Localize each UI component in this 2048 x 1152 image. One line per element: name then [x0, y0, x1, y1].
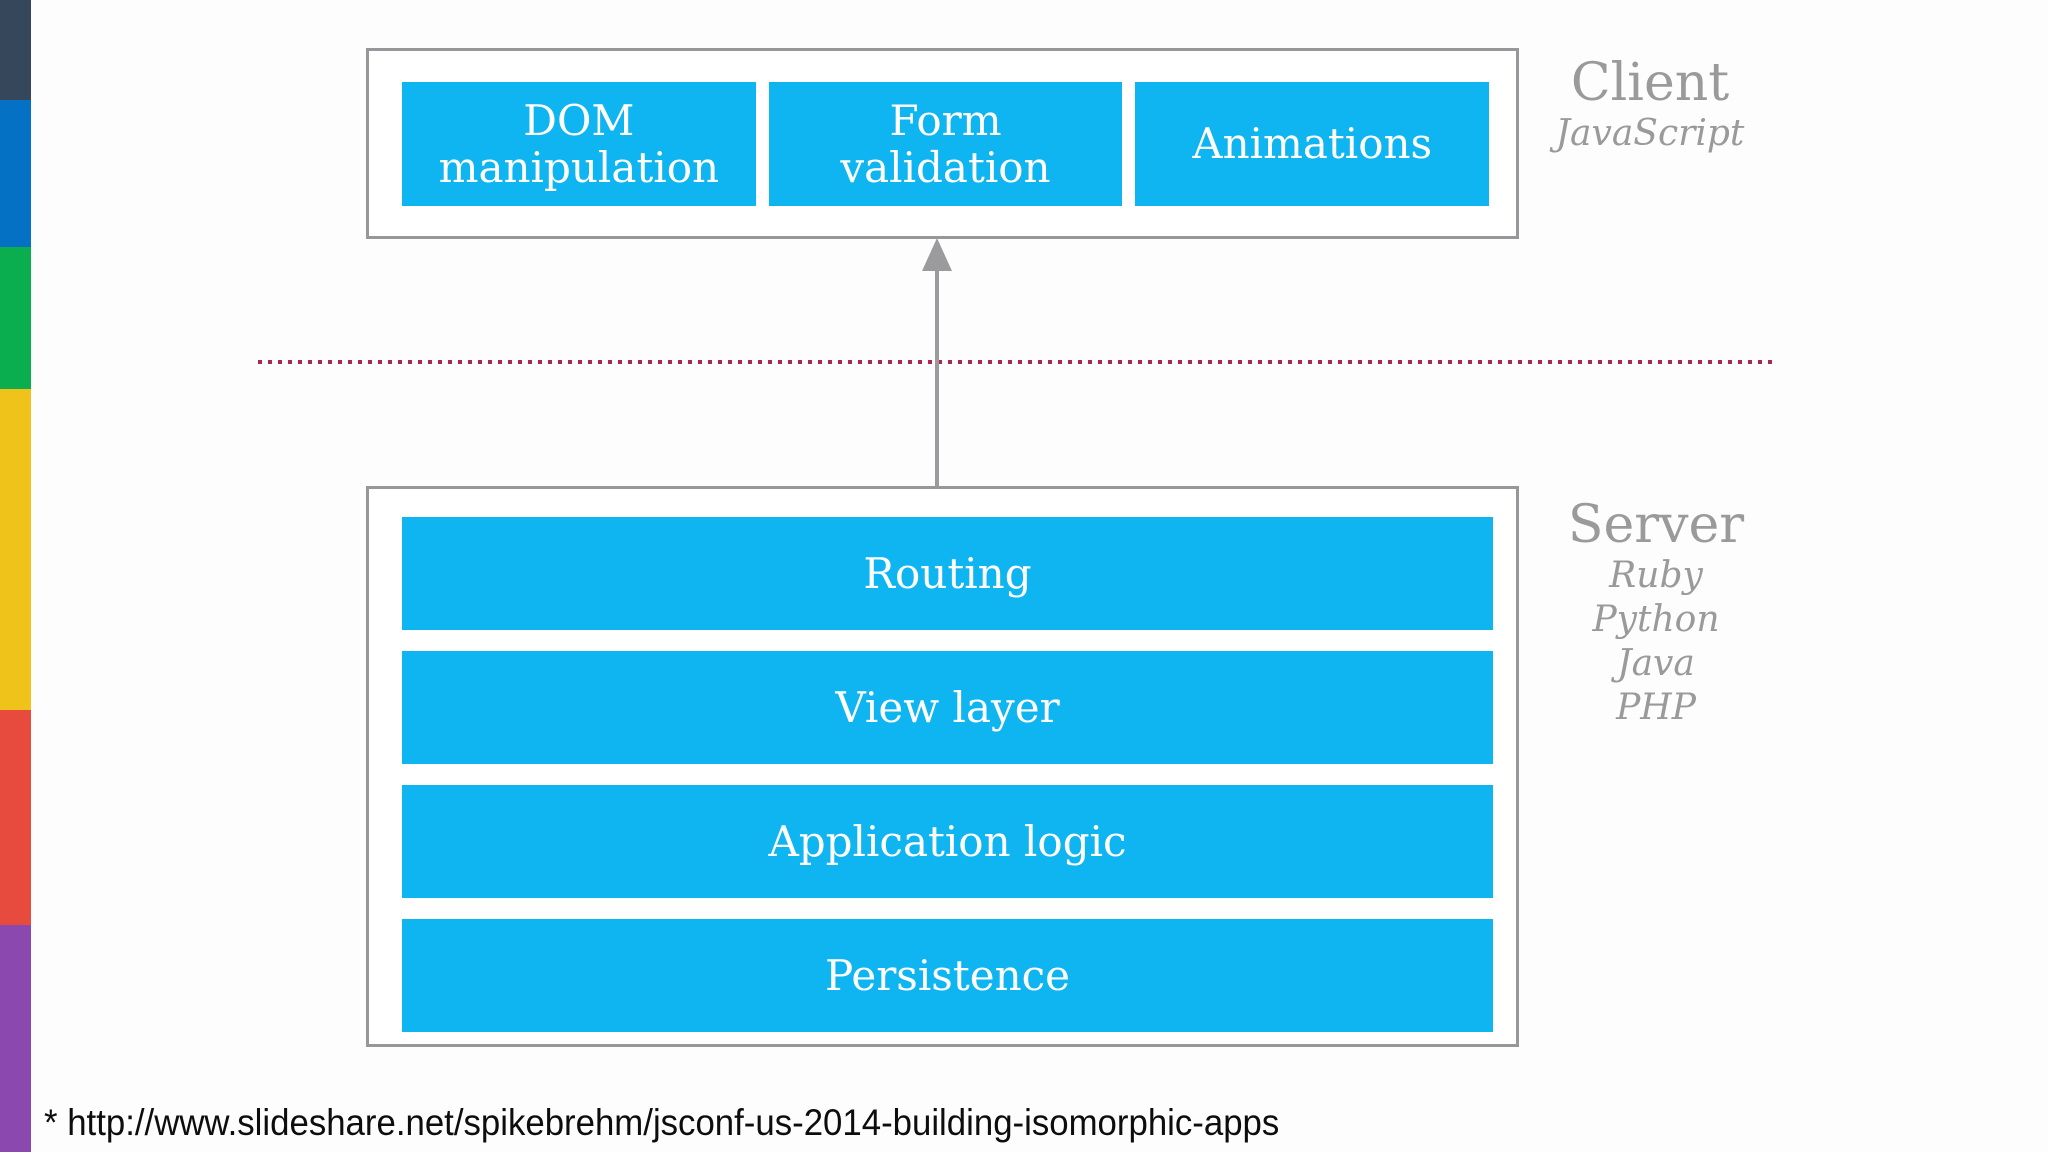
client-language: JavaScript — [1555, 113, 1745, 155]
server-box-routing: Routing — [402, 517, 1493, 630]
arrow-up-head-icon — [922, 238, 952, 271]
server-language-python: Python — [1592, 599, 1720, 641]
client-server-divider — [258, 360, 1772, 364]
client-title: Client — [1570, 53, 1730, 113]
stripe-blue — [0, 100, 31, 247]
server-language-java: Java — [1617, 643, 1695, 685]
stripe-dark-slate — [0, 0, 31, 100]
server-layer-stack: Routing View layer Application logic Per… — [402, 517, 1493, 1032]
client-feature-row: DOM manipulation Form validation Animati… — [402, 82, 1490, 206]
client-box-dom-manipulation: DOM manipulation — [402, 82, 756, 206]
accent-stripe-column — [0, 0, 31, 1152]
server-language-ruby: Ruby — [1609, 555, 1703, 597]
stripe-red — [0, 710, 31, 925]
client-label-block: Client JavaScript — [1535, 54, 1765, 156]
source-citation: * http://www.slideshare.net/spikebrehm/j… — [44, 1102, 1280, 1143]
server-language-php: PHP — [1616, 686, 1696, 728]
client-box-animations: Animations — [1135, 82, 1490, 206]
server-panel: Routing View layer Application logic Per… — [366, 486, 1519, 1047]
server-label-block: Server Ruby Python Java PHP — [1541, 496, 1771, 730]
client-panel: DOM manipulation Form validation Animati… — [366, 48, 1519, 239]
stripe-green — [0, 247, 31, 389]
server-box-view-layer: View layer — [402, 651, 1493, 764]
stripe-purple — [0, 925, 31, 1152]
arrow-up-icon — [935, 252, 939, 486]
stripe-yellow — [0, 389, 31, 710]
server-box-application-logic: Application logic — [402, 785, 1493, 898]
client-box-form-validation: Form validation — [768, 82, 1123, 206]
server-title: Server — [1567, 495, 1745, 555]
server-box-persistence: Persistence — [402, 919, 1493, 1032]
